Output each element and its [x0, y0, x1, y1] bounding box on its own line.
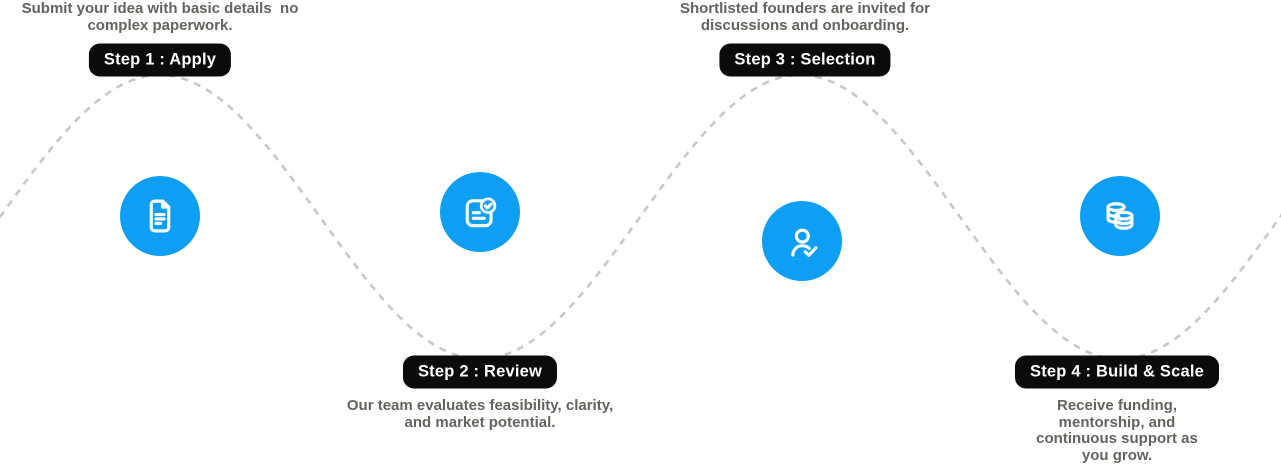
step-3-icon-circle	[762, 201, 842, 281]
step-4-icon-circle	[1080, 176, 1160, 256]
document-icon	[149, 199, 171, 233]
process-curve-path	[0, 73, 1281, 361]
step-4-description: Receive funding, mentorship, and continu…	[1036, 397, 1198, 464]
step-2-description: Our team evaluates feasibility, clarity,…	[346, 397, 614, 431]
step-2-icon-circle	[440, 172, 520, 252]
user-check-icon	[791, 228, 818, 257]
coins-icon	[1106, 202, 1134, 230]
step-1-label: Step 1 : Apply	[103, 50, 217, 69]
step-1-icon-circle	[120, 176, 200, 256]
step-3-label-badge: Step 3 : Selection	[719, 43, 891, 77]
step-4-label-badge: Step 4 : Build & Scale	[1014, 355, 1220, 389]
step-4-label: Step 4 : Build & Scale	[1029, 362, 1205, 381]
step-3-label: Step 3 : Selection	[734, 50, 876, 69]
document-check-icon	[465, 197, 497, 228]
step-1-description: Submit your idea with basic details no c…	[21, 0, 299, 34]
process-curve	[0, 73, 1281, 361]
step-1-label-badge: Step 1 : Apply	[88, 43, 232, 77]
step-3-description: Shortlisted founders are invited for dis…	[679, 0, 931, 34]
step-2-label-badge: Step 2 : Review	[402, 355, 558, 389]
step-2-label: Step 2 : Review	[417, 362, 543, 381]
